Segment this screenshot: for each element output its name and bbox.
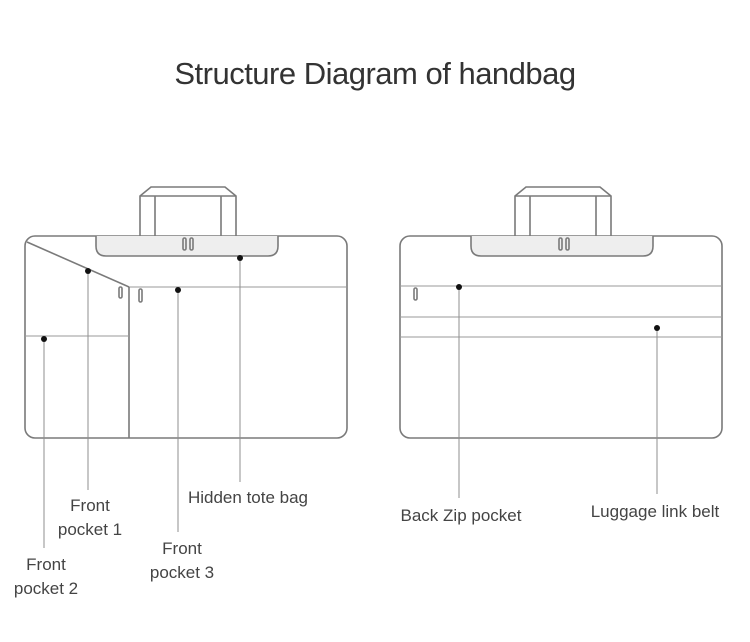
label-luggage-link-belt: Luggage link belt [590, 502, 720, 521]
label-front-pocket-3-line1: Front [162, 539, 202, 558]
leader-front-pocket-1 [85, 268, 91, 490]
front-top-plate [95, 236, 279, 257]
label-front-pocket-1-line1: Front [70, 496, 110, 515]
front-pocket-1-line [26, 241, 130, 288]
front-bag [24, 186, 348, 439]
back-handle [514, 186, 612, 237]
label-front-pocket-1: Front pocket 1 [48, 494, 132, 542]
label-front-pocket-3-line2: pocket 3 [149, 563, 215, 582]
leader-back-zip-pocket [456, 284, 462, 498]
label-back-zip-pocket: Back Zip pocket [400, 506, 522, 525]
label-front-pocket-2: Front pocket 2 [4, 553, 88, 601]
back-bag [399, 186, 723, 439]
label-front-pocket-3: Front pocket 3 [140, 537, 224, 585]
front-handle [139, 186, 237, 237]
leader-front-pocket-3 [175, 287, 181, 532]
label-hidden-tote-bag: Hidden tote bag [187, 488, 309, 507]
label-front-pocket-2-line1: Front [26, 555, 66, 574]
leader-front-pocket-2 [41, 336, 47, 548]
leader-luggage-link-belt [654, 325, 660, 494]
label-front-pocket-1-line2: pocket 1 [57, 520, 123, 539]
leader-hidden-tote-bag [237, 255, 243, 482]
label-front-pocket-2-line2: pocket 2 [13, 579, 79, 598]
page-title: Structure Diagram of handbag [174, 56, 576, 91]
front-bag-body [24, 235, 348, 439]
